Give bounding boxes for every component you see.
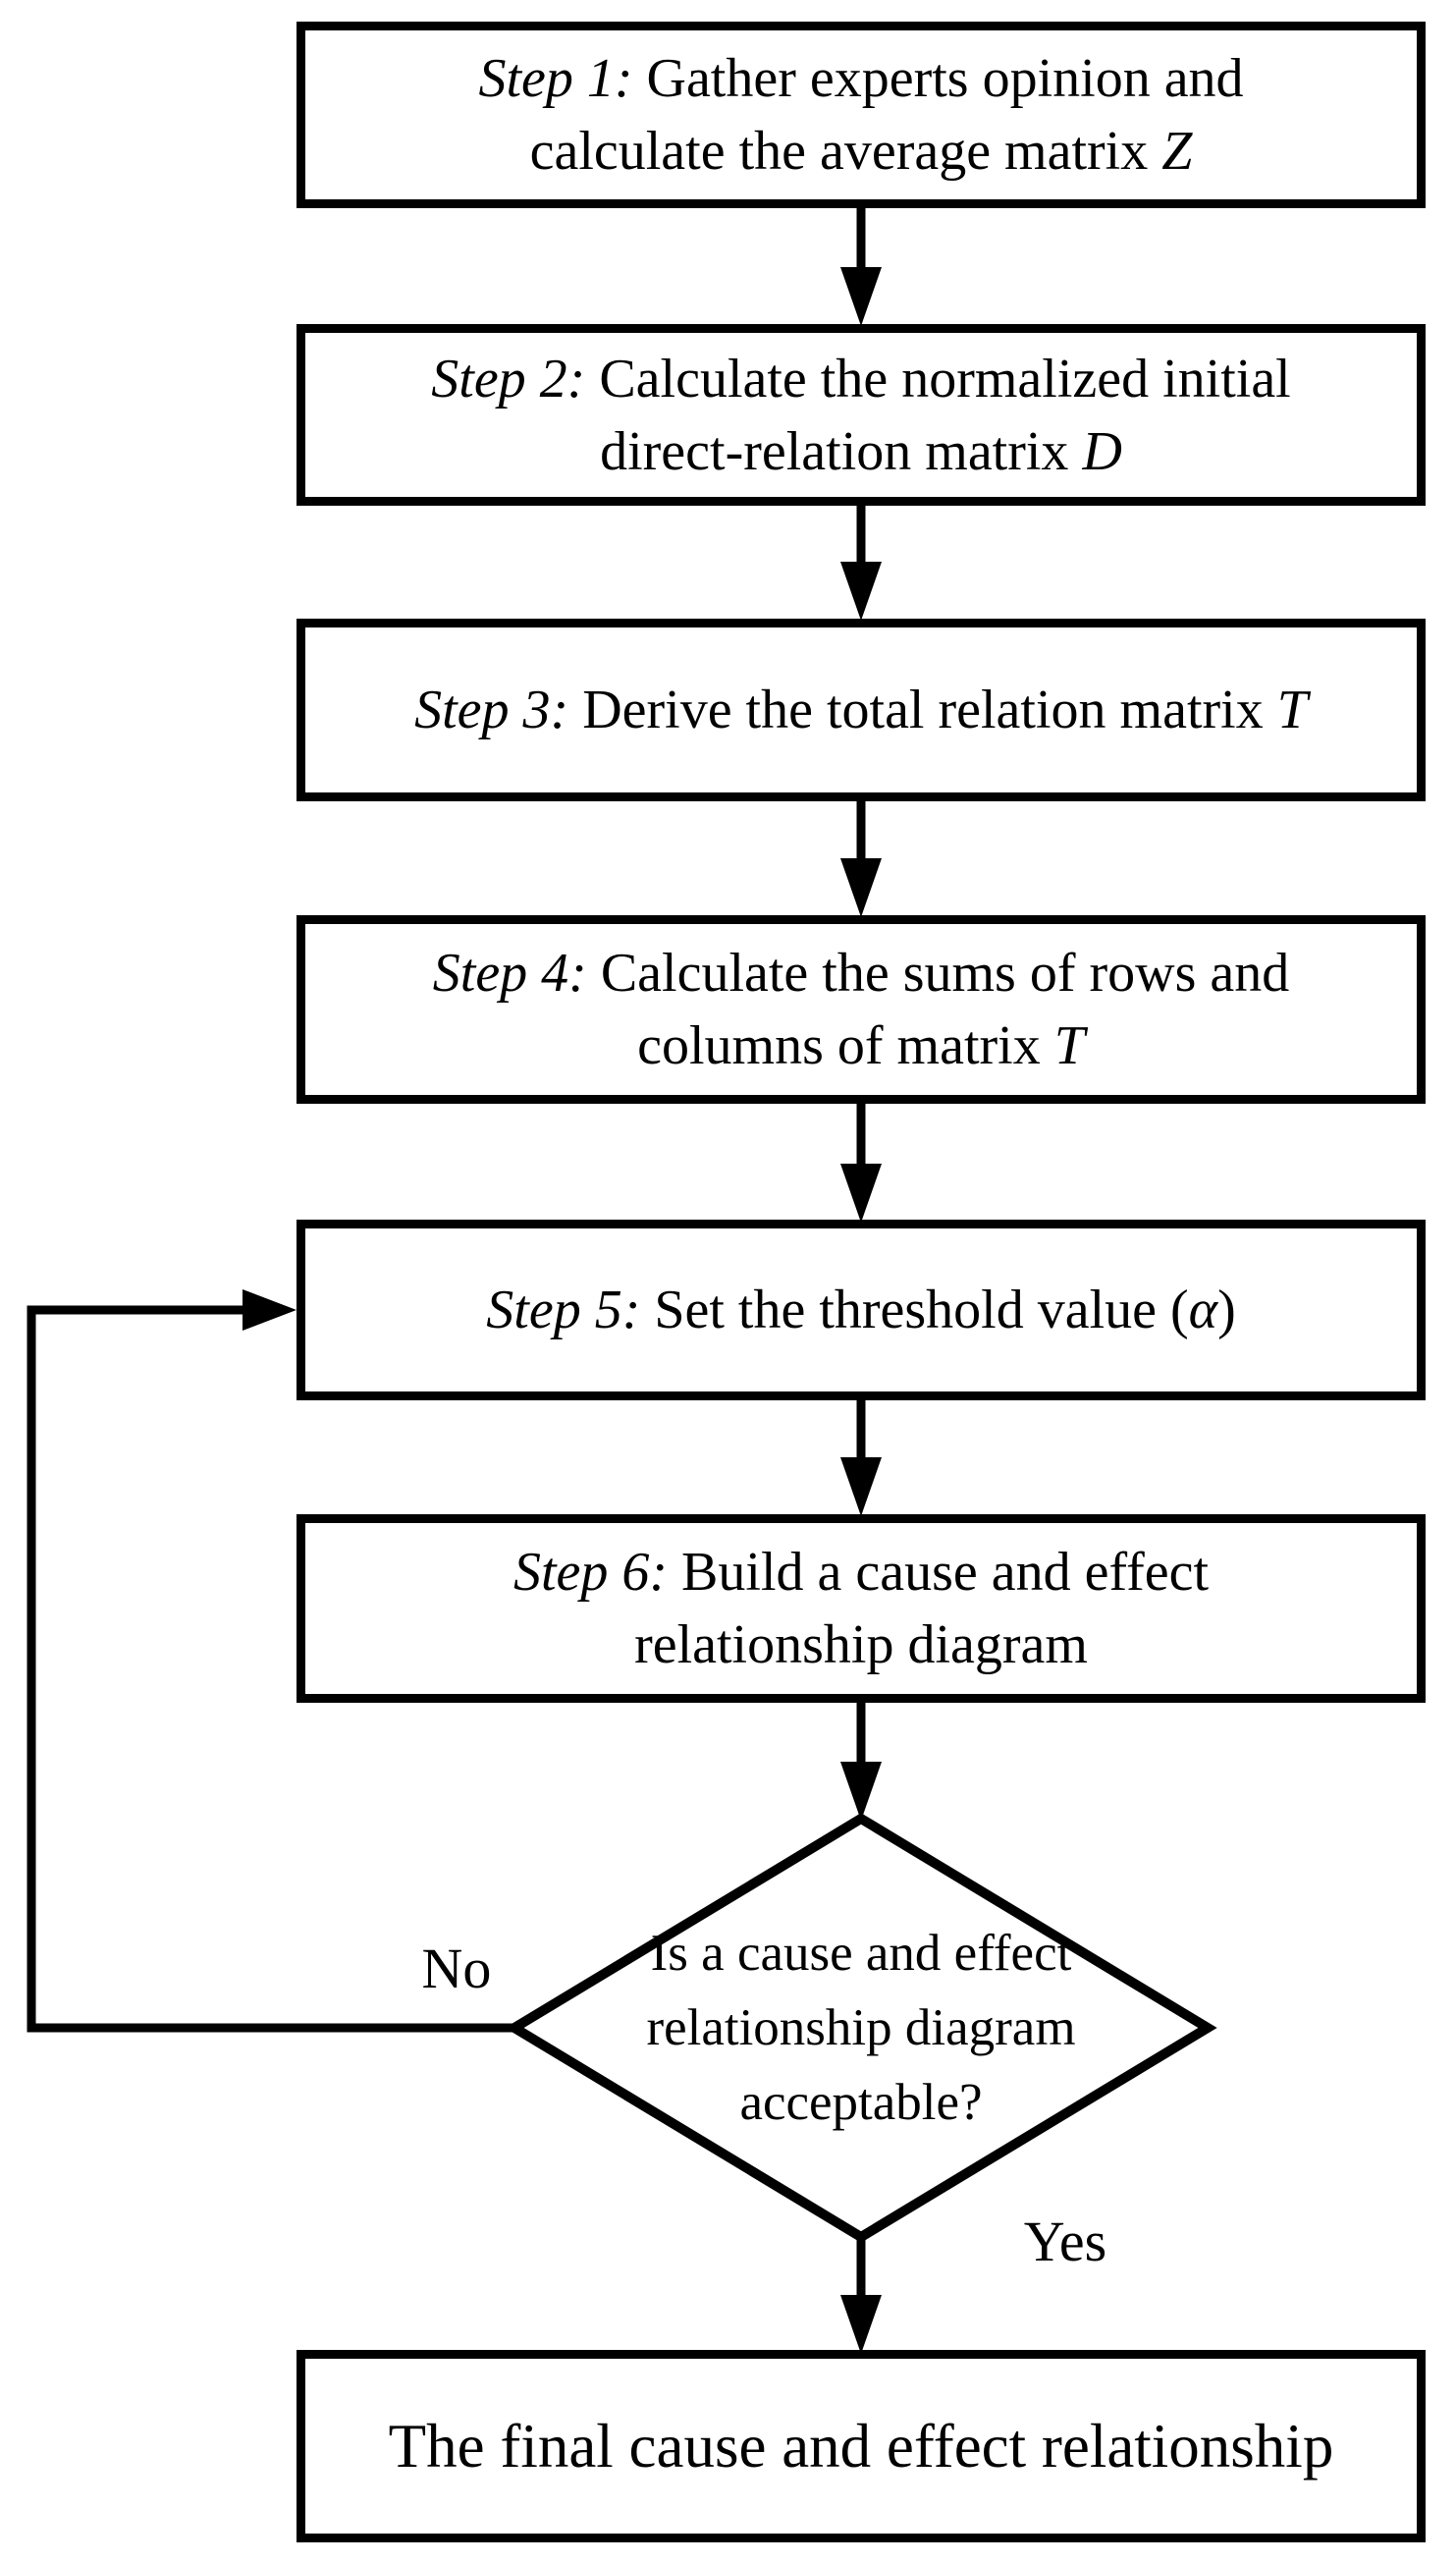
step3-label: Step 3: <box>414 680 569 740</box>
yes-branch-label: Yes <box>1023 2209 1107 2273</box>
arrow-decision-final <box>840 2231 882 2354</box>
decision-line1: Is a cause and effect <box>650 1925 1072 1982</box>
step6-line2: relationship diagram <box>634 1609 1088 1681</box>
arrow-step4-step5 <box>840 1101 882 1223</box>
step1-text1: Gather experts opinion and <box>632 48 1244 109</box>
no-branch-label: No <box>421 1936 492 2000</box>
step6-text2: relationship diagram <box>634 1614 1088 1675</box>
step2-line1: Step 2: Calculate the normalized initial <box>431 343 1290 415</box>
arrow-step3-step4 <box>840 798 882 917</box>
step2-text1: Calculate the normalized initial <box>585 348 1291 409</box>
arrow-step6-decision <box>840 1700 882 1821</box>
step2-text2: direct-relation matrix <box>600 420 1083 482</box>
step6-box: Step 6: Build a cause and effect relatio… <box>297 1514 1426 1703</box>
step5-line1: Step 5: Set the threshold value (α) <box>486 1274 1235 1346</box>
step3-box: Step 3: Derive the total relation matrix… <box>297 619 1426 801</box>
step6-text1: Build a cause and effect <box>668 1542 1209 1603</box>
step4-text1: Calculate the sums of rows and <box>586 943 1290 1004</box>
step1-text2: calculate the average matrix <box>529 121 1162 182</box>
step1-box: Step 1: Gather experts opinion and calcu… <box>297 22 1426 208</box>
step5-box: Step 5: Set the threshold value (α) <box>297 1220 1426 1400</box>
step6-label: Step 6: <box>512 1542 669 1603</box>
step3-text1: Derive the total relation matrix <box>568 680 1277 740</box>
step2-var2: D <box>1082 420 1122 482</box>
decision-line2: relationship diagram <box>646 1999 1076 2056</box>
step2-line2: direct-relation matrix D <box>600 415 1122 488</box>
step1-var2: Z <box>1161 121 1193 182</box>
no-loop-line <box>27 1305 514 2033</box>
arrow-step2-step3 <box>840 502 882 621</box>
step5-var1: α <box>1188 1280 1218 1340</box>
step4-line2: columns of matrix T <box>637 1009 1085 1082</box>
final-line1: The final cause and effect relationship <box>388 2412 1334 2481</box>
arrow-step1-step2 <box>840 204 882 326</box>
step4-text2: columns of matrix <box>637 1015 1054 1076</box>
final-result-box: The final cause and effect relationship <box>297 2350 1426 2542</box>
no-loop-arrowhead-icon <box>243 1289 297 1331</box>
step1-label: Step 1: <box>478 48 633 109</box>
arrow-step5-step6 <box>840 1397 882 1516</box>
step4-label: Step 4: <box>432 943 587 1004</box>
step5-text1: Set the threshold value ( <box>640 1280 1189 1340</box>
decision-line3: acceptable? <box>739 2074 983 2131</box>
step3-line1: Step 3: Derive the total relation matrix… <box>414 674 1308 746</box>
step4-box: Step 4: Calculate the sums of rows and c… <box>297 915 1426 1104</box>
step4-var2: T <box>1053 1015 1085 1076</box>
step2-box: Step 2: Calculate the normalized initial… <box>297 324 1426 506</box>
step6-line1: Step 6: Build a cause and effect <box>513 1536 1209 1609</box>
step5-label: Step 5: <box>486 1280 641 1340</box>
decision-diamond-text: Is a cause and effect relationship diagr… <box>566 1917 1156 2139</box>
step3-var1: T <box>1276 680 1308 740</box>
step1-line2: calculate the average matrix Z <box>530 115 1193 188</box>
step1-line1: Step 1: Gather experts opinion and <box>478 42 1243 115</box>
step4-line1: Step 4: Calculate the sums of rows and <box>433 937 1289 1009</box>
step2-label: Step 2: <box>431 348 586 409</box>
step5-close1: ) <box>1217 1280 1236 1340</box>
